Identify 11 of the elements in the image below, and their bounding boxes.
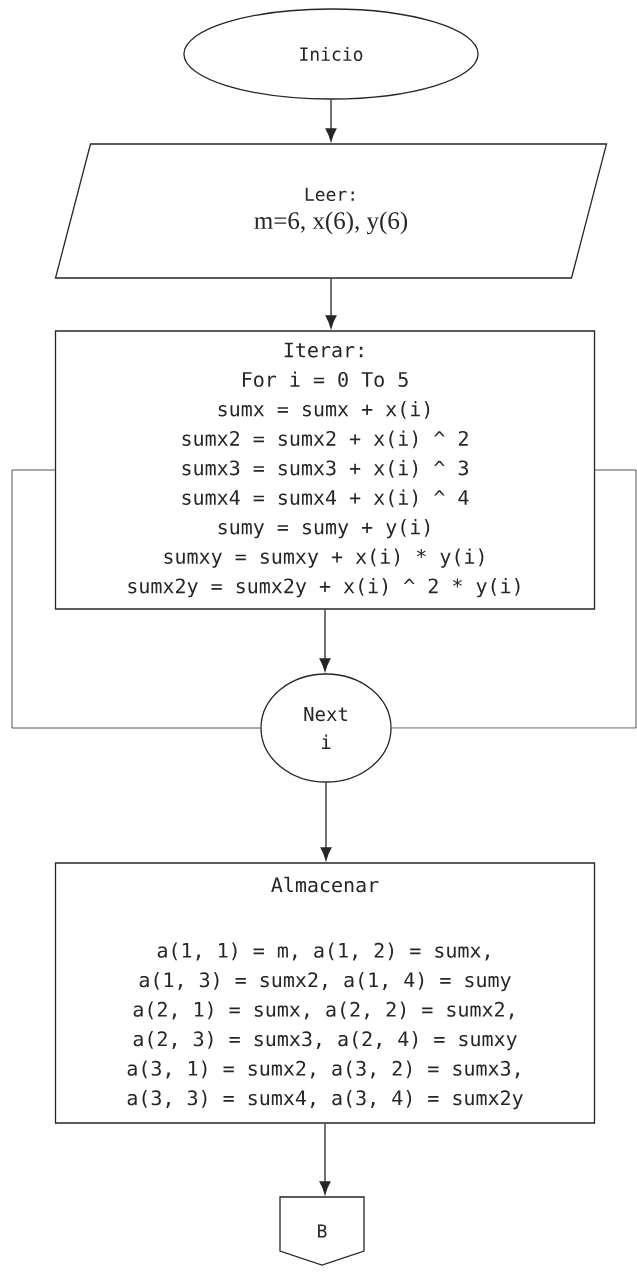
off-page-connector: B: [279, 1196, 365, 1266]
arrow: [319, 609, 331, 672]
arrow: [325, 278, 337, 329]
arrow: [320, 782, 332, 861]
arrow: [325, 99, 337, 142]
process-box: Almacenar a(1, 1) = m, a(1, 2) = sumx, a(1, 3) = sumx2, a(1, 4) = sumy a(2, 1) = sumx, a(2, 2) = sumx2, a(2, 3) = sumx3, a(2, 4) = sumxy a(3, 1) = sumx2, a(3, 2) = sumx3, a(3, 3) = sumx4, a(3, 4) = sumx2y: [54, 862, 596, 1124]
input-parallelogram: Leer: m=6, x(6), y(6): [54, 143, 608, 279]
process-box: Iterar: For i = 0 To 5 sumx = sumx + x(i) sumx2 = sumx2 + x(i) ^ 2 sumx3 = sumx3 + x(i) ^ 3 sumx4 = sumx4 + x(i) ^ 4 sumy = sumy + y(i) sumxy = sumxy + x(i) * y(i) sumx2y = sumx2y + x(i) ^ 2 * y(i): [54, 330, 596, 610]
loop-line: [11, 469, 261, 729]
loop-line: [391, 469, 637, 729]
arrow: [319, 1123, 331, 1195]
